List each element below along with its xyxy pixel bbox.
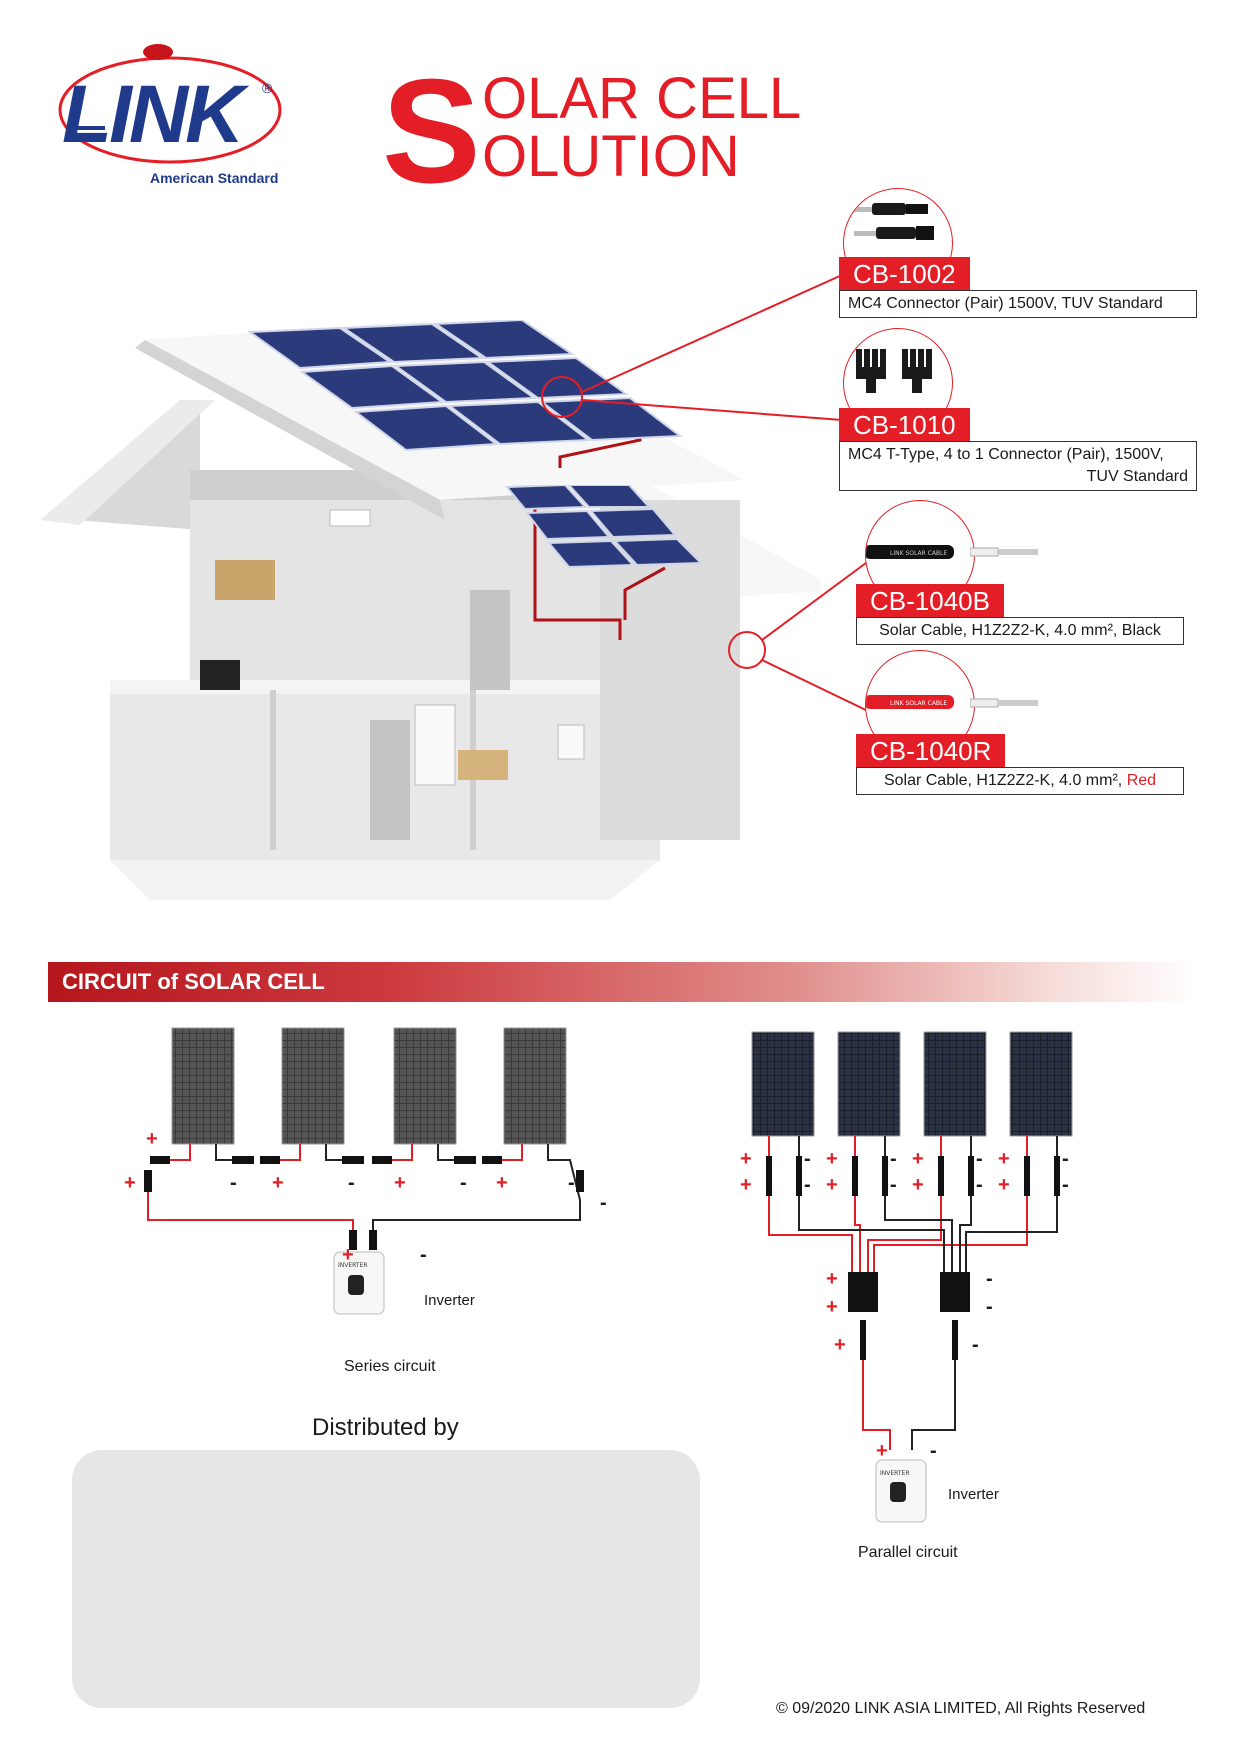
par-plus-a2: + xyxy=(740,1174,752,1196)
parallel-inverter-label: Inverter xyxy=(948,1486,999,1503)
product-code-cb-1040r: CB-1040R xyxy=(856,734,1006,768)
par-minus-t2: - xyxy=(986,1296,993,1318)
product-desc-cb-1040r: Solar Cable, H1Z2Z2-K, 4.0 mm², Red xyxy=(856,767,1184,795)
product-desc-cb-1010-line2: TUV Standard xyxy=(1086,468,1188,485)
product-code-cb-1010: CB-1010 xyxy=(839,408,970,442)
parallel-circuit-diagram: INVERTER xyxy=(751,1031,1073,1523)
product-code-cb-1002: CB-1002 xyxy=(839,257,970,291)
par-plus-a1: + xyxy=(740,1148,752,1170)
callout-lines xyxy=(541,274,871,713)
par-plus-c2: + xyxy=(912,1174,924,1196)
distributor-box xyxy=(72,1450,700,1708)
par-minus-t1: - xyxy=(986,1268,993,1290)
title-big-letter: S xyxy=(382,49,481,214)
series-plus-4: + xyxy=(394,1172,406,1194)
house-illustration xyxy=(40,320,840,910)
title-line1: OLAR CELL xyxy=(482,66,802,131)
series-inverter-print: INVERTER xyxy=(338,1262,368,1269)
par-minus-c2: - xyxy=(976,1174,983,1196)
par-minus-c1: - xyxy=(976,1148,983,1170)
par-minus-d1: - xyxy=(1062,1148,1069,1170)
series-plus-5: + xyxy=(496,1172,508,1194)
series-minus-6: - xyxy=(420,1244,427,1266)
logo-tagline: American Standard xyxy=(150,170,279,186)
series-plus-2: + xyxy=(124,1172,136,1194)
series-plus-6: + xyxy=(342,1244,354,1266)
product-desc-cb-1010-line1: MC4 T-Type, 4 to 1 Connector (Pair), 150… xyxy=(848,446,1164,463)
logo-word: LINK xyxy=(62,69,244,160)
par-plus-t1: + xyxy=(826,1268,838,1290)
series-inverter-label: Inverter xyxy=(424,1292,475,1309)
par-plus-b1: + xyxy=(826,1148,838,1170)
parallel-caption: Parallel circuit xyxy=(858,1544,958,1561)
series-circuit-diagram: INVERTER xyxy=(144,1027,584,1315)
product-desc-cb-1040r-prefix: Solar Cable, H1Z2Z2-K, 4.0 mm², xyxy=(883,772,1127,789)
product-code-cb-1040b: CB-1040B xyxy=(856,584,1004,618)
series-minus-3: - xyxy=(460,1172,467,1194)
series-minus-2: - xyxy=(348,1172,355,1194)
par-minus-b1: - xyxy=(890,1148,897,1170)
product-desc-cb-1002: MC4 Connector (Pair) 1500V, TUV Standard xyxy=(839,290,1197,318)
par-minus-a1: - xyxy=(804,1148,811,1170)
series-minus-5: - xyxy=(600,1192,607,1214)
parallel-inverter-print: INVERTER xyxy=(880,1470,910,1477)
par-minus-t3: - xyxy=(972,1334,979,1356)
distributed-by-heading: Distributed by xyxy=(312,1414,459,1441)
par-plus-c1: + xyxy=(912,1148,924,1170)
par-plus-inv: + xyxy=(876,1440,888,1462)
svg-text:LINK SOLAR CABLE: LINK SOLAR CABLE xyxy=(890,550,947,557)
series-plus-3: + xyxy=(272,1172,284,1194)
series-plus-1: + xyxy=(146,1128,158,1150)
product-desc-cb-1010: MC4 T-Type, 4 to 1 Connector (Pair), 150… xyxy=(839,441,1197,491)
par-minus-a2: - xyxy=(804,1174,811,1196)
circuit-heading: CIRCUIT of SOLAR CELL xyxy=(62,969,325,994)
circuit-heading-bar: CIRCUIT of SOLAR CELL xyxy=(48,962,1198,1002)
par-minus-b2: - xyxy=(890,1174,897,1196)
par-plus-b2: + xyxy=(826,1174,838,1196)
svg-text:LINK SOLAR CABLE: LINK SOLAR CABLE xyxy=(890,700,947,707)
brand-logo xyxy=(55,38,285,178)
series-minus-1: - xyxy=(230,1172,237,1194)
registered-mark: ® xyxy=(262,80,273,96)
series-minus-4: - xyxy=(568,1172,575,1194)
footer-copyright: © 09/2020 LINK ASIA LIMITED, All Rights … xyxy=(776,1700,1146,1717)
par-plus-t2: + xyxy=(826,1296,838,1318)
par-plus-d2: + xyxy=(998,1174,1010,1196)
product-desc-cb-1040b: Solar Cable, H1Z2Z2-K, 4.0 mm², Black xyxy=(856,617,1184,645)
par-plus-d1: + xyxy=(998,1148,1010,1170)
series-caption: Series circuit xyxy=(344,1358,436,1375)
par-plus-t3: + xyxy=(834,1334,846,1356)
par-minus-inv: - xyxy=(930,1440,937,1462)
par-minus-d2: - xyxy=(1062,1174,1069,1196)
product-desc-cb-1040r-color: Red xyxy=(1126,772,1157,789)
title-line2: OLUTION xyxy=(482,124,740,189)
